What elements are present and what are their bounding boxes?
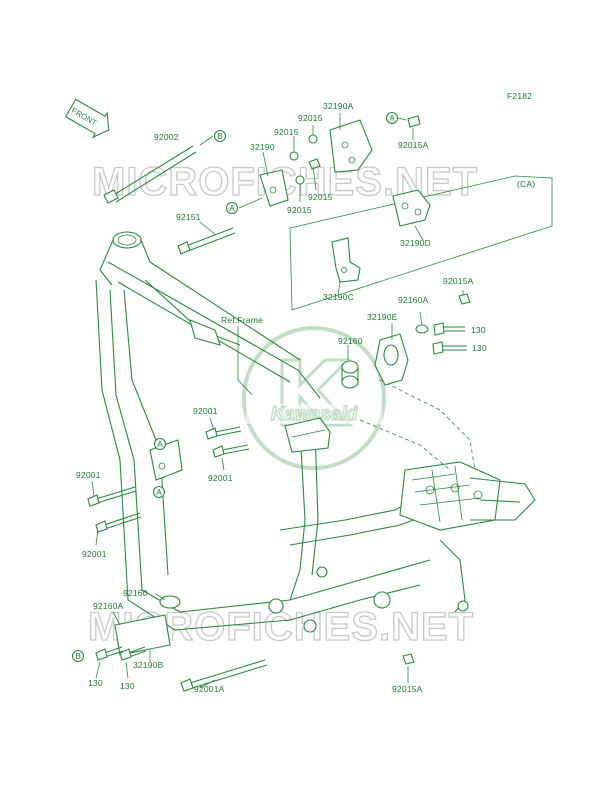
label-92001: 92001 [208, 473, 233, 483]
label-92160A: 92160A [398, 295, 429, 305]
label-92015: 92015 [298, 113, 323, 123]
label-92015: 92015 [274, 127, 299, 137]
label-32190A: 32190A [323, 101, 354, 111]
label-32190: 32190 [250, 142, 275, 152]
label-ref-frame: Ref.Frame [221, 315, 263, 325]
ca-group-box: (CA) [289, 175, 553, 311]
label-92002: 92002 [154, 132, 179, 142]
label-92001: 92001 [193, 406, 218, 416]
label-92015: 92015 [287, 205, 312, 215]
callout-b-icon: B [217, 132, 222, 141]
label-32190D: 32190D [400, 238, 431, 248]
figure-code: F2182 [507, 91, 532, 101]
bolt-92002-icon [103, 145, 197, 204]
label-92160: 92160 [123, 588, 148, 598]
label-32190C: 32190C [323, 292, 354, 302]
label-92160A: 92160A [93, 601, 124, 611]
label-130: 130 [88, 678, 103, 688]
right-mount-parts [341, 293, 471, 665]
label-130: 130 [471, 325, 486, 335]
front-arrow-icon: FRONT [64, 98, 110, 139]
part-labels: 92002 92015 92015 32190A 32190 92015A 92… [76, 101, 487, 694]
top-bracket-group [259, 115, 421, 207]
label-32190B: 32190B [133, 660, 164, 670]
callout-a-icon: A [157, 440, 163, 449]
label-130: 130 [472, 343, 487, 353]
kawasaki-logo: Kawasaki [242, 326, 386, 470]
callout-circles: B A A A A B [71, 111, 399, 663]
label-92001A: 92001A [194, 684, 225, 694]
label-92015A: 92015A [398, 140, 429, 150]
logo-text: Kawasaki [271, 404, 358, 425]
motorcycle-frame [95, 231, 536, 656]
label-92001: 92001 [76, 470, 101, 480]
bolt-92001A-icon [180, 659, 268, 692]
callout-a-icon: A [229, 204, 235, 213]
bolt-92151-icon [177, 227, 236, 255]
bolt-130-bottom-icon [95, 646, 147, 661]
label-130: 130 [120, 681, 135, 691]
leader-lines [91, 113, 464, 689]
label-92001: 92001 [82, 549, 107, 559]
ca-label: (CA) [517, 179, 535, 189]
bolt-130-right-icon [432, 322, 467, 355]
label-92151: 92151 [176, 212, 201, 222]
callout-b-icon: B [75, 652, 80, 661]
label-92015A: 92015A [443, 276, 474, 286]
label-92015: 92015 [308, 192, 333, 202]
bolt-92001-mid-icon [205, 426, 250, 458]
label-92015A: 92015A [392, 684, 423, 694]
callout-a-icon: A [389, 114, 395, 123]
label-92160: 92160 [338, 336, 363, 346]
bolt-92001-left-icon [87, 486, 142, 533]
callout-a-icon: A [156, 488, 162, 497]
label-32190E: 32190E [367, 312, 398, 322]
